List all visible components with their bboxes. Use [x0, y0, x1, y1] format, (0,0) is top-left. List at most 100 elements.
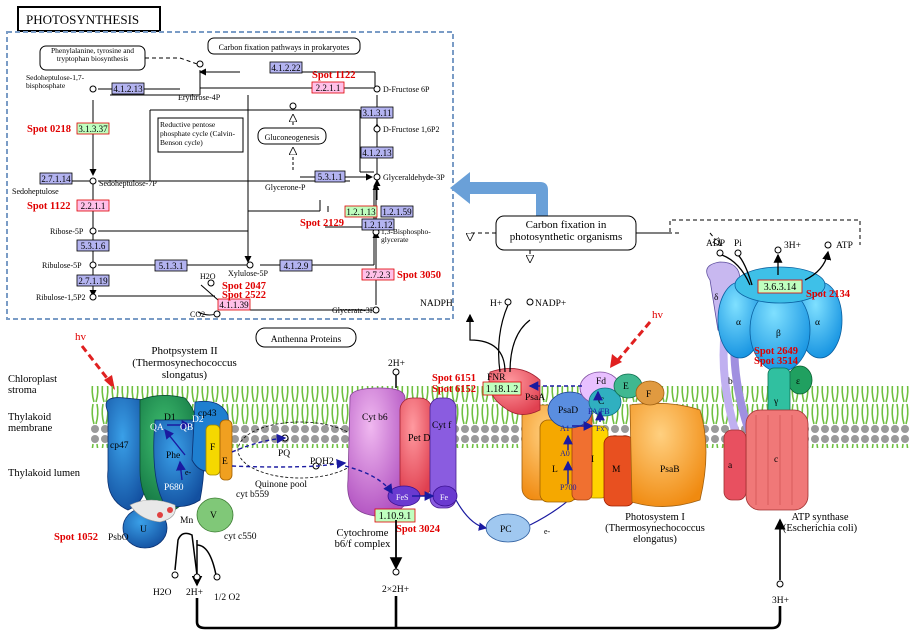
calvin-cycle-label: Reductive pentose phosphate cycle (Calvi… — [160, 120, 235, 147]
svg-text:L: L — [552, 465, 558, 475]
svg-text:Glycerone-P: Glycerone-P — [265, 183, 306, 192]
hv-label-2: hv — [652, 309, 664, 321]
ec-box[interactable]: 4.1.1.39 — [217, 298, 251, 311]
svg-text:QB: QB — [180, 423, 193, 433]
svg-text:P700: P700 — [560, 483, 576, 492]
svg-text:a: a — [728, 461, 733, 471]
ec-box[interactable] — [757, 279, 803, 294]
svg-text:5.1.3.1: 5.1.3.1 — [159, 261, 184, 271]
svg-text:Sedoheptulose: Sedoheptulose — [12, 187, 59, 196]
ec-box[interactable]: 2.2.1.1 — [311, 81, 345, 94]
proton-loop — [195, 598, 782, 630]
svg-text:Cyt f: Cyt f — [432, 420, 452, 431]
ec-box[interactable]: 3.1.3.11 — [360, 106, 394, 119]
svg-text:4.1.2.13: 4.1.2.13 — [113, 84, 143, 94]
svg-text:2.2.1.1: 2.2.1.1 — [316, 83, 341, 93]
ec-box[interactable]: 3.1.3.37 — [76, 122, 110, 135]
oxygen-label: 1/2 O2 — [214, 593, 240, 603]
svg-text:Spot 2134: Spot 2134 — [806, 289, 851, 300]
svg-text:e-: e- — [185, 468, 192, 477]
svg-text:Phe: Phe — [166, 451, 180, 461]
light-arrow-icon-2 — [616, 321, 652, 361]
svg-text:cyt c550: cyt c550 — [224, 532, 257, 542]
svg-text:D2: D2 — [192, 415, 204, 425]
hv-label: hv — [75, 331, 87, 343]
svg-text:Spot 2522: Spot 2522 — [222, 290, 266, 301]
aa-biosynthesis-box[interactable] — [39, 45, 146, 71]
antenna-proteins-label: Anthenna Proteins — [271, 335, 342, 345]
svg-text:Erythrose-4P: Erythrose-4P — [178, 93, 221, 102]
fixation-edges — [70, 57, 381, 316]
svg-text:ε: ε — [796, 377, 800, 387]
svg-text:α: α — [736, 318, 741, 328]
svg-text:PsaD: PsaD — [558, 406, 578, 416]
ec-box[interactable]: 2.7.2.3 — [361, 268, 395, 281]
svg-text:Ribulose-5P: Ribulose-5P — [42, 261, 82, 270]
nadp-label: NADP+ — [535, 299, 566, 309]
svg-text:1.10.9.1: 1.10.9.1 — [379, 511, 412, 522]
ec-box[interactable]: 1.2.1.13 — [344, 205, 378, 218]
pqh2-label: PQH2 — [310, 457, 334, 467]
svg-text:δ: δ — [714, 293, 719, 303]
h3-bottom-label: 3H+ — [772, 596, 789, 606]
svg-text:PsaA: PsaA — [525, 393, 545, 403]
svg-text:b: b — [728, 377, 733, 387]
svg-text:F: F — [210, 443, 215, 453]
proton-label: 2H+ — [186, 588, 203, 598]
gluconeogenesis-label: Gluconeogenesis — [265, 133, 320, 142]
electron-label: e- — [544, 527, 551, 536]
ec-box[interactable]: 4.1.2.13 — [111, 82, 145, 95]
svg-text:A0: A0 — [560, 449, 570, 458]
svg-text:M: M — [612, 465, 621, 475]
svg-text:FeS: FeS — [396, 493, 408, 502]
svg-text:Sedoheptulose-7P: Sedoheptulose-7P — [99, 179, 157, 188]
ec-box[interactable]: 2.7.1.14 — [39, 172, 73, 185]
svg-text:4.1.2.9: 4.1.2.9 — [284, 261, 309, 271]
svg-text:F: F — [646, 390, 651, 400]
ec-box[interactable] — [482, 381, 522, 396]
svg-text:Spot 1122: Spot 1122 — [312, 70, 355, 81]
ec-box[interactable]: 1.2.1.59 — [380, 205, 414, 218]
ec-box[interactable]: 2.2.1.1 — [76, 199, 110, 212]
gluconeogenesis-box[interactable] — [257, 127, 327, 145]
carbon-fixation-link-label: Carbon fixation in photosynthetic organi… — [510, 219, 623, 243]
svg-text:Spot 2129: Spot 2129 — [300, 218, 344, 229]
svg-text:E: E — [222, 457, 228, 467]
svg-text:Spot 0218: Spot 0218 — [27, 124, 71, 135]
antenna-proteins-box[interactable] — [255, 327, 357, 348]
pc-label: PC — [500, 525, 512, 535]
svg-text:2.7.1.19: 2.7.1.19 — [78, 276, 108, 286]
svg-text:V: V — [210, 511, 217, 521]
svg-text:2H+: 2H+ — [388, 359, 405, 369]
ec-box[interactable]: 5.1.3.1 — [154, 259, 188, 272]
svg-text:4.1.2.22: 4.1.2.22 — [271, 63, 300, 73]
svg-text:P680: P680 — [164, 483, 184, 493]
svg-text:γ: γ — [773, 397, 778, 407]
svg-text:Fe: Fe — [440, 493, 448, 502]
nadph-label: NADPH — [420, 299, 453, 309]
svg-text:Spot 3050: Spot 3050 — [397, 270, 441, 281]
svg-text:D1: D1 — [164, 413, 176, 423]
svg-text:Spot 1052: Spot 1052 — [54, 532, 98, 543]
photosystem-ii: D1 D2 cp43 cp47 QA QB Phe P680 e- U V F … — [54, 395, 269, 549]
ec-box[interactable] — [374, 508, 416, 523]
carbon-fixation-prokaryotes-box[interactable] — [207, 37, 361, 55]
ec-box[interactable]: 1.2.1.12 — [361, 218, 395, 231]
ec-box[interactable]: 4.1.2.22 — [269, 61, 303, 74]
ec-box[interactable]: 4.1.2.9 — [279, 259, 313, 272]
svg-text:Fd: Fd — [596, 377, 606, 387]
ec-box[interactable]: 5.3.1.6 — [76, 239, 110, 252]
page-title: PHOTOSYNTHESIS — [26, 12, 139, 27]
svg-text:D-Fructose 1,6P2: D-Fructose 1,6P2 — [383, 125, 439, 134]
ec-box[interactable]: 4.1.2.13 — [360, 146, 394, 159]
svg-text:1.2.1.13: 1.2.1.13 — [346, 207, 376, 217]
ec-box[interactable]: 5.3.1.1 — [314, 170, 346, 183]
svg-text:Spot 1122: Spot 1122 — [27, 201, 70, 212]
compound-labels: Sedoheptulose-1,7-bisphosphate Erythrose… — [12, 74, 445, 319]
svg-text:β: β — [776, 329, 781, 339]
svg-text:D-Fructose 6P: D-Fructose 6P — [383, 85, 430, 94]
svg-text:Mn: Mn — [180, 516, 193, 526]
h3-label: 3H+ — [784, 241, 801, 251]
svg-text:Spot 6152: Spot 6152 — [432, 384, 476, 395]
ec-box[interactable]: 2.7.1.19 — [76, 274, 110, 287]
